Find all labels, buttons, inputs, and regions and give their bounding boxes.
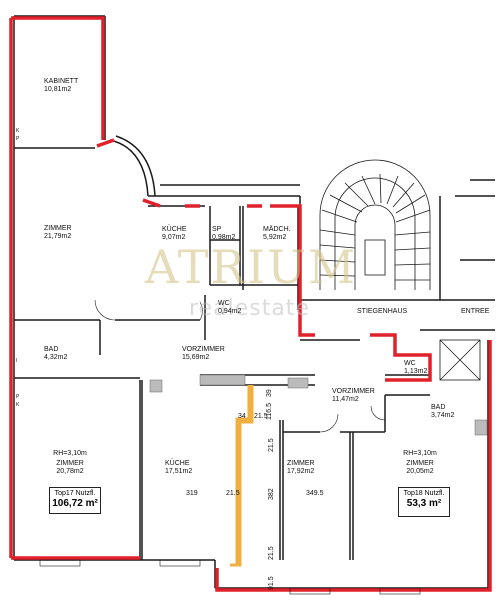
mark-p: P — [16, 136, 20, 142]
dimension-21-5-upper: 21.5 — [254, 413, 268, 420]
room-wc-a: WC 0,94m2 — [218, 300, 241, 316]
doors — [94, 299, 386, 433]
room-wc-b: WC 1,13m2 — [404, 360, 427, 376]
dimension-382: 382 — [268, 488, 275, 500]
unit-outline-top17 — [9, 16, 315, 560]
room-area: 15,69m2 — [182, 354, 210, 361]
windows — [39, 559, 421, 595]
ceiling-height-right: RH=3,10m — [403, 450, 437, 457]
room-name: KÜCHE — [162, 226, 187, 233]
room-area: 11,47m2 — [332, 396, 359, 403]
label-entree: ENTREE — [461, 308, 490, 315]
room-kabinett: KABINETT 10,81m2 — [44, 78, 78, 94]
room-name: KABINETT — [44, 78, 79, 85]
label-stiegenhaus: STIEGENHAUS — [357, 308, 408, 315]
dimension-39: 39 — [266, 389, 273, 397]
room-name: VORZIMMER — [332, 388, 375, 395]
room-area: 4,32m2 — [44, 354, 68, 361]
room-zimmer-b: ZIMMER 20,78m2 — [56, 460, 84, 476]
dimension-21-5-vertical: 21.5 — [268, 546, 275, 560]
dimension-116-5: 116.5 — [266, 403, 273, 420]
lift-shaft — [439, 339, 481, 381]
unit-box-top18: Top18 Nutzfl. 53,3 m² — [398, 487, 450, 517]
room-area: 10,81m2 — [44, 86, 72, 93]
unit-outline-top18 — [215, 333, 492, 592]
room-area: 3,74m2 — [431, 412, 455, 419]
room-area: 21,79m2 — [44, 233, 72, 240]
unit-area: 53,3 m² — [406, 498, 442, 509]
dimension-319: 319 — [186, 490, 198, 497]
room-zimmer-a: ZIMMER 21,79m2 — [44, 225, 72, 241]
room-name: ZIMMER — [56, 460, 84, 467]
staircase — [319, 159, 431, 290]
mark-k: K — [16, 128, 20, 134]
room-vorzimmer-a: VORZIMMER 15,69m2 — [182, 346, 225, 362]
mark-k-lower: K — [16, 402, 20, 408]
room-name: ZIMMER — [287, 460, 315, 467]
room-bad-a: BAD 4,32m2 — [44, 346, 67, 362]
room-name: WC — [404, 360, 416, 367]
dimension-34: 34 — [238, 413, 246, 420]
room-area: 9,07m2 — [162, 234, 186, 241]
room-name: ZIMMER — [44, 225, 72, 232]
room-name: BAD — [44, 346, 59, 353]
room-kueche-b: KÜCHE 17,51m2 — [165, 460, 192, 476]
dimension-349-5: 349.5 — [306, 490, 324, 497]
room-name: ZIMMER — [406, 460, 434, 467]
room-area: 5,92m2 — [263, 234, 287, 241]
walls — [13, 15, 495, 589]
room-name: WC — [218, 300, 230, 307]
room-zimmer-d: ZIMMER 20,05m2 — [406, 460, 434, 476]
room-name: KÜCHE — [165, 460, 190, 467]
dimension-21-5-mid: 21.5 — [268, 438, 275, 452]
unit-title: Top17 Nutzfl. — [54, 490, 96, 497]
room-name: BAD — [431, 404, 446, 411]
mark-p-lower: P — [16, 394, 20, 400]
unit-box-top17: Top17 Nutzfl. 106,72 m² — [49, 487, 101, 514]
room-name: VORZIMMER — [182, 346, 225, 353]
room-name: MÄDCH. — [263, 226, 291, 233]
dimension-21-5: 21.5 — [226, 490, 240, 497]
ceiling-height-left: RH=3,10m — [53, 450, 87, 457]
unit-title: Top18 Nutzfl. — [403, 490, 445, 497]
chimney-blocks — [149, 374, 488, 436]
room-area: 17,92m2 — [287, 468, 315, 475]
mark-i: I — [16, 358, 18, 364]
room-area: 17,51m2 — [165, 468, 193, 475]
room-maedch: MÄDCH. 5,92m2 — [263, 226, 291, 242]
room-zimmer-c: ZIMMER 17,92m2 — [287, 460, 315, 476]
room-area: 20,05m2 — [406, 468, 434, 475]
room-area: 0,98m2 — [212, 234, 236, 241]
room-area: 20,78m2 — [56, 468, 84, 475]
room-name: SP — [212, 226, 222, 233]
room-vorzimmer-b: VORZIMMER 11,47m2 — [332, 388, 375, 404]
room-area: 1,13m2 — [404, 368, 428, 375]
installation-shaft — [230, 385, 254, 567]
dimension-91-5: 91.5 — [268, 576, 275, 590]
room-bad-b: BAD 3,74m2 — [431, 404, 454, 420]
room-sp: SP 0,98m2 — [212, 226, 235, 242]
room-kueche-a: KÜCHE 9,07m2 — [162, 226, 187, 242]
room-area: 0,94m2 — [218, 308, 242, 315]
unit-area: 106,72 m² — [52, 498, 98, 509]
